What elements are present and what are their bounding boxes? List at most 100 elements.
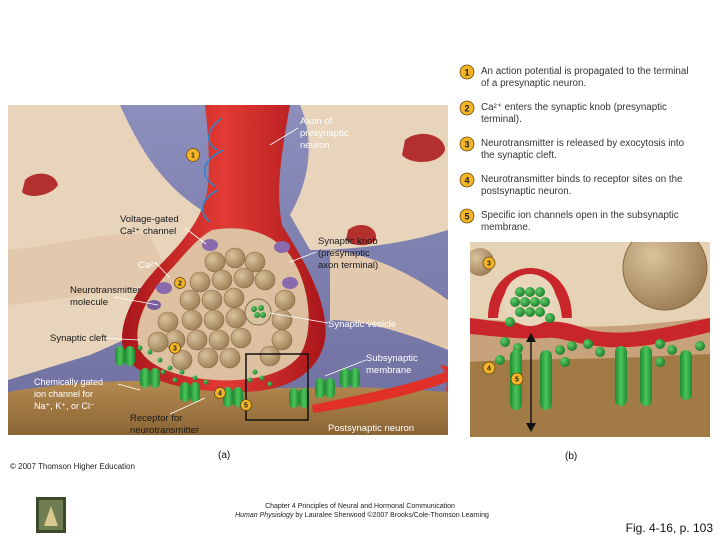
svg-text:3: 3 <box>487 261 491 268</box>
vesicle <box>189 271 211 293</box>
vesicle <box>271 309 293 331</box>
label-ca-ion: Ca²⁺ <box>138 260 158 271</box>
step-text-line: An action potential is propagated to the… <box>481 66 689 77</box>
neurotransmitter-dot <box>535 287 545 297</box>
neurotransmitter-dot <box>157 357 163 363</box>
neurotransmitter-dot <box>160 369 166 375</box>
label-receptor: Receptor for neurotransmitter <box>130 413 199 436</box>
step-number-badge <box>459 208 475 224</box>
step-marker-a5: 5 <box>240 399 252 411</box>
neurotransmitter-dot <box>267 381 273 387</box>
vesicle <box>203 309 225 331</box>
step-number: 5 <box>464 212 469 222</box>
vesicle <box>254 269 276 291</box>
vesicle <box>233 267 255 289</box>
released-neurotransmitter <box>137 345 273 387</box>
panel-b-exocytosis-vesicle <box>488 268 572 318</box>
ion-channel <box>299 388 309 408</box>
step-marker-a4: 4 <box>214 387 226 399</box>
panel-b: 3 4 5 <box>470 242 710 437</box>
step-text-line: postsynaptic neuron. <box>481 186 571 197</box>
label-subsynaptic-membrane: Subsynaptic membrane <box>366 353 418 376</box>
neurotransmitter-dot <box>505 317 515 327</box>
step-number-badge <box>459 136 475 152</box>
svg-text:membrane: membrane <box>366 365 411 376</box>
zoom-box <box>245 353 309 421</box>
svg-text:4: 4 <box>218 391 222 398</box>
vesicle <box>274 289 296 311</box>
svg-text:Voltage-gated: Voltage-gated <box>120 214 179 225</box>
ion-channel <box>350 368 360 388</box>
vesicle <box>225 307 247 329</box>
vesicle <box>204 251 226 273</box>
synaptic-vesicles <box>147 247 296 371</box>
neurotransmitter-dot <box>259 375 265 381</box>
vesicle <box>201 289 223 311</box>
label-synaptic-cleft: Synaptic cleft <box>50 333 107 344</box>
step-number-badge <box>459 64 475 80</box>
footer-book-title: Human Physiology <box>235 512 294 519</box>
neurotransmitter-dot <box>247 377 253 383</box>
ion-channel <box>115 346 125 366</box>
neurotransmitter-dot <box>555 345 565 355</box>
step-text-line: Neurotransmitter binds to receptor sites… <box>481 174 683 185</box>
svg-text:Axon of: Axon of <box>300 116 333 127</box>
ion-channel <box>125 346 135 366</box>
vesicle <box>147 331 169 353</box>
neurotransmitter-dot <box>655 357 665 367</box>
neurotransmitter-dot <box>252 369 258 375</box>
neuron-branch-lower-right <box>330 250 448 350</box>
neurotransmitter-dot <box>510 297 520 307</box>
svg-text:Synaptic knob: Synaptic knob <box>318 236 378 247</box>
neurotransmitter-dot <box>515 287 525 297</box>
vesicle <box>230 327 252 349</box>
svg-text:1: 1 <box>191 153 195 160</box>
neuron-branch-left <box>8 233 170 305</box>
step-marker-a3: 3 <box>169 342 181 354</box>
step-marker-a1: 1 <box>186 148 200 162</box>
panel-b-vesicle-large <box>622 242 708 311</box>
vesicle <box>224 247 246 269</box>
svg-text:Subsynaptic: Subsynaptic <box>366 353 418 364</box>
svg-text:5: 5 <box>244 403 248 410</box>
label-voltage-gated-channel: Voltage-gated Ca²⁺ channel <box>120 214 179 237</box>
ion-channel <box>325 378 335 398</box>
chemically-gated-channels <box>115 346 360 408</box>
step-text-line: Ca²⁺ enters the synaptic knob (presynapt… <box>481 102 667 113</box>
vesicle <box>181 309 203 331</box>
vesicle <box>186 329 208 351</box>
neurotransmitter-dot <box>172 377 178 383</box>
svg-text:neurotransmitter: neurotransmitter <box>130 425 199 436</box>
neurotransmitter-dot <box>545 313 555 323</box>
action-potential-arrows <box>201 117 225 223</box>
vesicle <box>211 269 233 291</box>
neurotransmitter-dot <box>535 307 545 317</box>
step-text-line: Neurotransmitter is released by exocytos… <box>481 138 685 149</box>
neurotransmitter-dot <box>203 379 209 385</box>
neurotransmitter-dot <box>192 375 198 381</box>
vesicle-with-neurotransmitter <box>244 298 272 326</box>
neurotransmitter-dot <box>179 369 185 375</box>
ion-channel <box>340 368 350 388</box>
neurotransmitter-dot <box>667 345 677 355</box>
neurotransmitter-dot <box>583 339 593 349</box>
step-text-line: the synaptic cleft. <box>481 150 557 161</box>
ion-channel <box>289 388 299 408</box>
step-marker-a2: 2 <box>174 277 186 289</box>
panel-label-a: (a) <box>218 450 230 461</box>
svg-text:4: 4 <box>487 366 491 373</box>
vesicle <box>197 347 219 369</box>
figure-reference: Fig. 4-16, p. 103 <box>626 521 714 535</box>
neurotransmitter-dot <box>595 347 605 357</box>
dendrite-spine-right <box>402 133 445 162</box>
svg-text:2: 2 <box>178 281 182 288</box>
vesicle <box>179 289 201 311</box>
ion-channel <box>180 382 190 402</box>
vesicle <box>219 347 241 369</box>
step-text-line: membrane. <box>481 222 531 233</box>
voltage-gated-ca-channels <box>147 239 298 310</box>
neurotransmitter-dot <box>520 297 530 307</box>
